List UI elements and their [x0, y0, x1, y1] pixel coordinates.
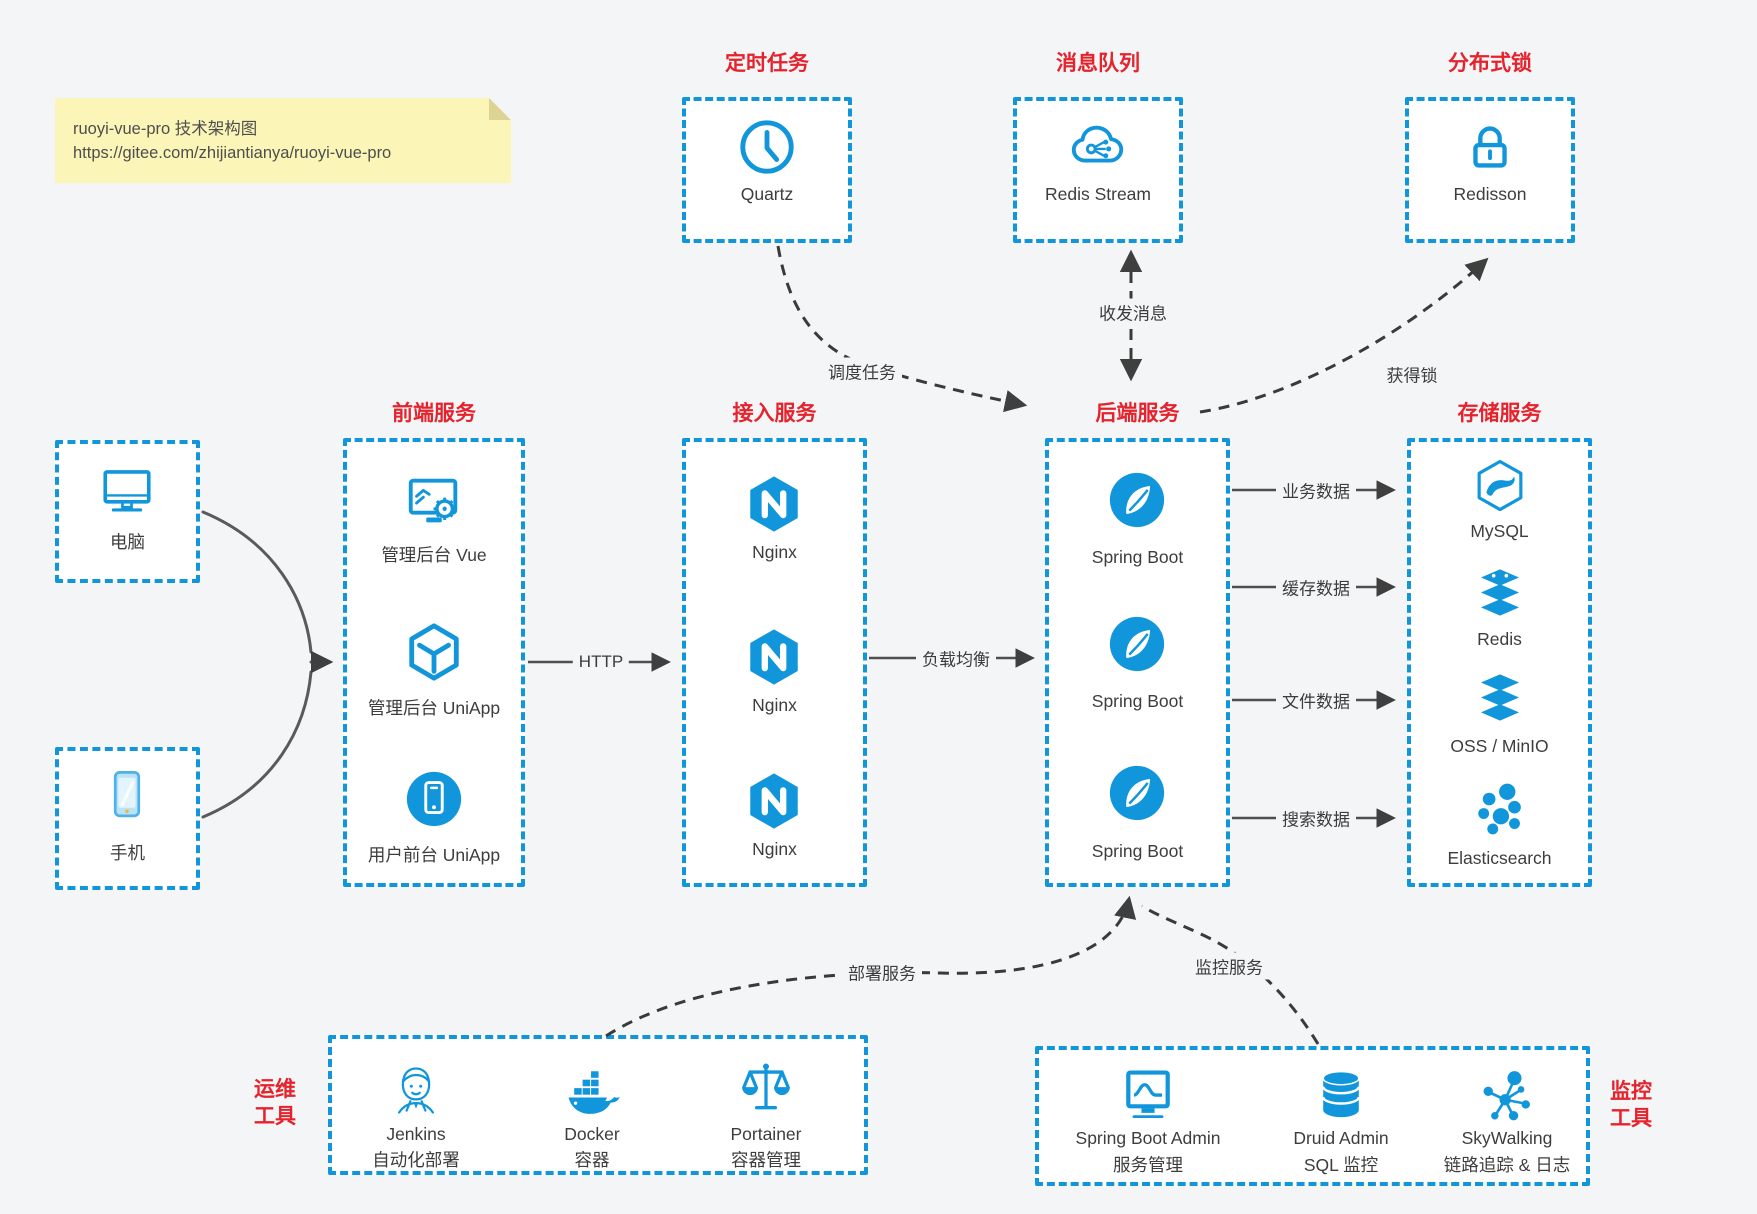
mysql-icon	[1477, 459, 1523, 512]
phone-to-frontend-curve	[201, 670, 313, 819]
pc-label: 电脑	[110, 532, 145, 552]
spring-boot-admin-icon	[1126, 1070, 1170, 1119]
user-uniapp-label: 用户前台 UniApp	[367, 845, 501, 865]
spring-boot-icon	[1109, 616, 1165, 672]
pc-to-frontend-curve	[201, 510, 313, 654]
redis-label: Redis	[1477, 629, 1522, 649]
phone-label: 手机	[110, 843, 145, 863]
search-data-edge-label: 搜索数据	[1276, 804, 1356, 832]
group-title-backend: 后端服务	[1095, 402, 1180, 425]
http-edge-label: HTTP	[572, 651, 630, 673]
note-url: https://gitee.com/zhijiantianya/ruoyi-vu…	[73, 143, 392, 162]
druid-admin-desc: SQL 监控	[1303, 1155, 1379, 1175]
mysql-label: MySQL	[1470, 521, 1529, 541]
group-title-message-queue: 消息队列	[1056, 52, 1140, 75]
druid-admin-name: Druid Admin	[1293, 1128, 1389, 1148]
admin-uniapp-label: 管理后台 UniApp	[367, 698, 501, 718]
deploy-edge-label: 部署服务	[842, 958, 922, 986]
nginx-label: Nginx	[752, 695, 797, 715]
oss-minio-stack-icon	[1480, 674, 1520, 721]
group-title-distributed-lock: 分布式锁	[1448, 52, 1532, 75]
druid-database-icon	[1321, 1070, 1361, 1118]
spring-boot-label: Spring Boot	[1091, 841, 1184, 861]
portainer-name: Portainer	[730, 1124, 802, 1144]
elasticsearch-label: Elasticsearch	[1447, 848, 1552, 868]
acquire-lock-curve	[1199, 257, 1489, 414]
cache-data-edge-label: 缓存数据	[1276, 573, 1356, 601]
phone-box	[55, 747, 200, 890]
spring-boot-admin-name: Spring Boot Admin	[1075, 1128, 1221, 1148]
note-title: ruoyi-vue-pro 技术架构图	[73, 119, 258, 138]
nginx-icon	[750, 629, 798, 685]
skywalking-network-icon	[1483, 1071, 1530, 1121]
nginx-icon	[750, 476, 798, 532]
sticky-note: ruoyi-vue-pro 技术架构图 https://gitee.com/zh…	[55, 98, 511, 183]
monitor-edge-label: 监控服务	[1189, 952, 1269, 980]
dispatch-edge-label: 调度任务	[822, 357, 902, 385]
messages-edge-label: 收发消息	[1093, 298, 1173, 326]
redisson-label: Redisson	[1453, 184, 1527, 204]
business-data-edge-label: 业务数据	[1276, 476, 1356, 504]
spring-boot-icon	[1109, 472, 1165, 528]
jenkins-name: Jenkins	[386, 1124, 446, 1144]
group-title-storage: 存储服务	[1457, 402, 1542, 425]
jenkins-desc: 自动化部署	[372, 1150, 460, 1170]
admin-vue-label: 管理后台 Vue	[381, 545, 487, 565]
oss-minio-label: OSS / MinIO	[1450, 736, 1549, 756]
portainer-scales-icon	[742, 1063, 790, 1110]
jenkins-butler-icon	[398, 1067, 434, 1114]
quartz-label: Quartz	[740, 184, 794, 204]
nginx-label: Nginx	[752, 839, 797, 859]
elasticsearch-icon	[1478, 783, 1521, 835]
group-title-frontend: 前端服务	[392, 402, 476, 425]
file-data-edge-label: 文件数据	[1276, 686, 1356, 714]
acquire-lock-edge-label: 获得锁	[1380, 360, 1444, 388]
admin-uniapp-cube-icon	[409, 623, 459, 681]
spring-boot-label: Spring Boot	[1091, 691, 1184, 711]
group-title-scheduled-tasks: 定时任务	[725, 52, 809, 75]
redis-stream-box	[1013, 97, 1183, 243]
group-title-monitoring-tools: 监控工具	[1610, 1080, 1652, 1130]
admin-vue-icon	[408, 478, 458, 523]
user-uniapp-icon	[406, 771, 462, 827]
phone-icon	[113, 770, 141, 818]
redis-stream-cloud-icon	[1071, 125, 1124, 163]
docker-name: Docker	[564, 1124, 620, 1144]
group-title-ops-tools: 运维工具	[254, 1078, 296, 1128]
load-balance-edge-label: 负载均衡	[916, 644, 996, 672]
pc-box	[55, 440, 200, 583]
desktop-icon	[103, 470, 151, 512]
nginx-icon	[750, 773, 798, 829]
docker-whale-icon	[568, 1071, 620, 1114]
docker-desc: 容器	[574, 1150, 610, 1170]
portainer-desc: 容器管理	[731, 1150, 801, 1170]
spring-boot-label: Spring Boot	[1091, 547, 1184, 567]
nginx-label: Nginx	[752, 542, 797, 562]
redis-stream-label: Redis Stream	[1044, 184, 1151, 204]
quartz-clock-icon	[740, 120, 794, 174]
storage-box	[1407, 438, 1592, 887]
skywalking-name: SkyWalking	[1461, 1128, 1553, 1148]
redisson-box	[1405, 97, 1575, 243]
redisson-lock-icon	[1473, 126, 1507, 168]
spring-boot-admin-desc: 服务管理	[1113, 1155, 1183, 1175]
group-title-access: 接入服务	[732, 402, 817, 425]
skywalking-desc: 链路追踪 & 日志	[1443, 1155, 1571, 1175]
redis-stack-icon	[1480, 569, 1520, 616]
spring-boot-icon	[1109, 765, 1165, 821]
